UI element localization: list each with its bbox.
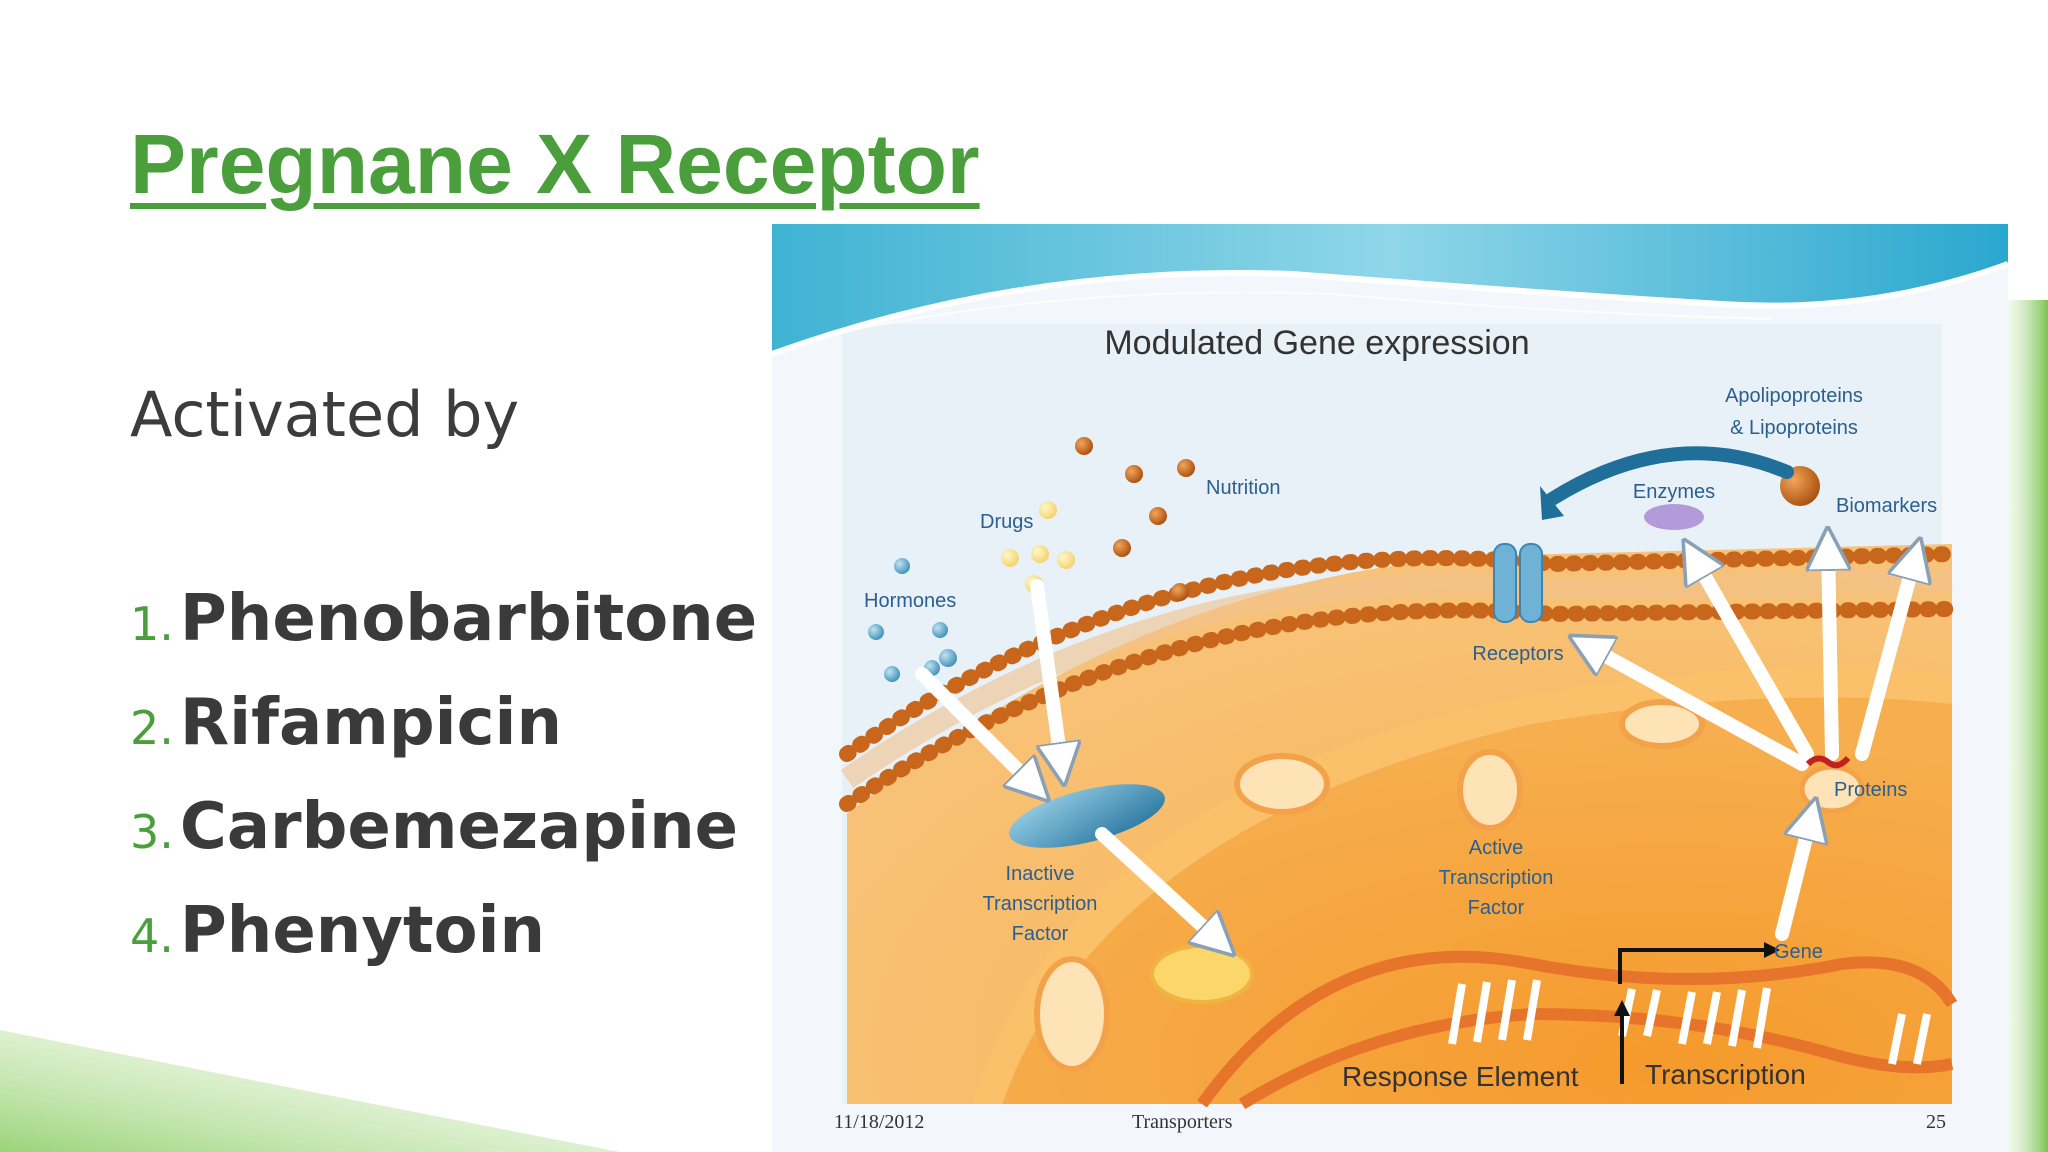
label-gene: Gene — [1774, 941, 1823, 963]
footer-topic: Transporters — [1132, 1111, 1233, 1133]
label-active-1: Active — [1469, 837, 1523, 859]
label-transcription: Transcription — [1645, 1059, 1806, 1090]
list-number: 1. — [130, 597, 174, 651]
list-number: 2. — [130, 701, 174, 755]
transcription-factor-shape — [1009, 784, 1165, 848]
label-inactive-3: Factor — [1012, 923, 1069, 945]
label-biomarkers: Biomarkers — [1836, 495, 1937, 517]
footer-page: 25 — [1926, 1111, 1946, 1133]
label-apolipoproteins: Apolipoproteins — [1725, 385, 1863, 407]
label-hormones: Hormones — [864, 590, 956, 612]
label-enzymes: Enzymes — [1633, 481, 1715, 503]
list-item: 4. Phenytoin — [130, 894, 757, 998]
slide-title: Pregnane X Receptor — [130, 117, 980, 211]
label-drugs: Drugs — [980, 511, 1033, 533]
dna-helix — [1197, 950, 1958, 1110]
label-nutrition: Nutrition — [1206, 477, 1280, 499]
list-item: 2. Rifampicin — [130, 686, 757, 790]
list-number: 3. — [130, 805, 174, 859]
list-item-label: Phenytoin — [179, 894, 546, 968]
label-inactive-1: Inactive — [1006, 863, 1075, 885]
receptor-channel — [1493, 543, 1543, 623]
list-item-label: Phenobarbitone — [179, 582, 758, 656]
footer-date: 11/18/2012 — [834, 1111, 924, 1133]
list-item: 1. Phenobarbitone — [130, 582, 757, 686]
list-item: 3. Carbemezapine — [130, 790, 757, 894]
activator-list: 1. Phenobarbitone 2. Rifampicin 3. Carbe… — [130, 582, 757, 998]
list-item-label: Carbemezapine — [179, 790, 739, 864]
label-lipoproteins: & Lipoproteins — [1730, 417, 1858, 439]
figure-heading: Modulated Gene expression — [1104, 324, 1529, 362]
label-response-element: Response Element — [1342, 1061, 1579, 1092]
list-number: 4. — [130, 909, 174, 963]
gene-expression-diagram: Modulated Gene expression — [772, 224, 2008, 1152]
label-active-2: Transcription — [1439, 867, 1554, 889]
label-active-3: Factor — [1468, 897, 1525, 919]
label-proteins: Proteins — [1834, 779, 1907, 801]
label-inactive-2: Transcription — [983, 893, 1098, 915]
label-receptors: Receptors — [1472, 643, 1563, 665]
activated-by-label: Activated by — [130, 378, 520, 451]
list-item-label: Rifampicin — [179, 686, 563, 760]
